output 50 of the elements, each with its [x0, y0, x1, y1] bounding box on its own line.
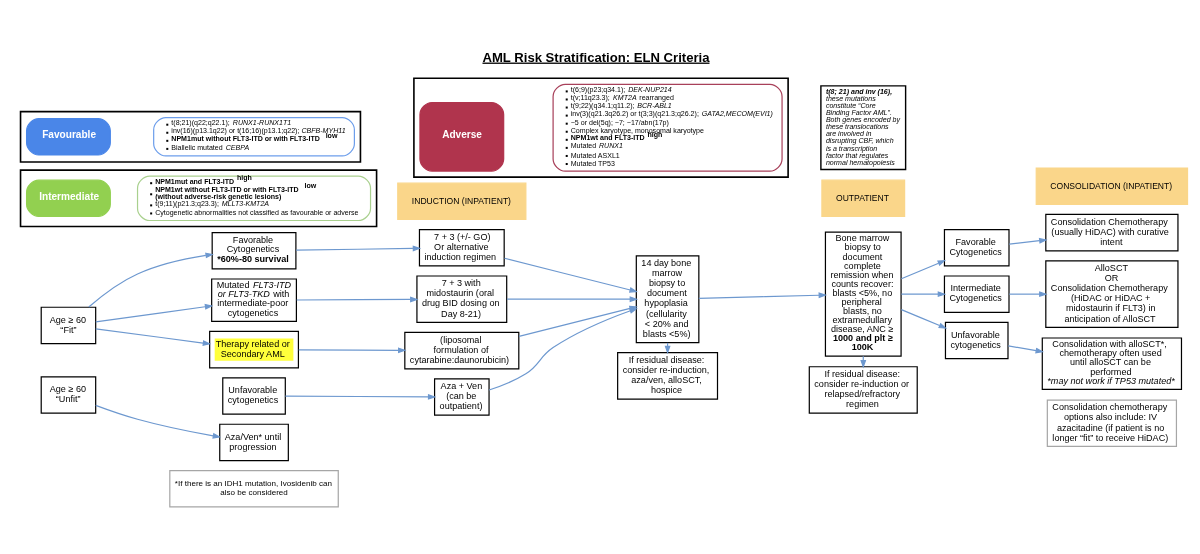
node-box: CONSOLIDATION (INPATIENT) [1035, 166, 1189, 205]
node-box: Age ≥ 60 “Fit” [40, 306, 97, 344]
node-box: Unfavorable cytogenetics [944, 321, 1009, 359]
arrow [698, 291, 828, 299]
arrow [900, 259, 947, 279]
node-box: Aza + Ven (can be outpatient) [433, 377, 490, 416]
node-box: If residual disease: consider re-induction, aza/ven, alloSCT, hospice [617, 351, 719, 400]
cluster [413, 77, 789, 178]
arrow [503, 257, 638, 293]
node-box: Intermediate [26, 179, 111, 217]
node-box: Age ≥ 60 “Unfit” [40, 375, 97, 414]
node-box: (liposomal formulation of cytarabine:daunorubicin) [404, 331, 520, 369]
node-box: INDUCTION (INPATIENT) [397, 182, 527, 220]
node-box: Aza/Ven* until progression [219, 423, 289, 461]
arrow [95, 404, 222, 439]
arrow [296, 295, 419, 302]
node-box: If residual disease: consider re-induction or relapsed/refractory regimen [808, 365, 918, 414]
node-box: Favourable [26, 117, 111, 156]
arrow [506, 295, 639, 302]
arrow [95, 327, 212, 346]
arrow [95, 303, 214, 322]
node-box: Consolidation chemotherapy options also include: IV azacitadine (if patient is no longer “fit” to receive HiDAC) [1046, 398, 1178, 447]
node-box: Adverse [419, 101, 505, 172]
cluster [19, 110, 362, 163]
arrow [88, 252, 214, 308]
node-box: Favorable Cytogenetics [943, 228, 1010, 266]
node-box: AlloSCT OR Consolidation Chemotherapy (HiDAC or HiDAC + midostaurin if FLT3) in anticipation of AlloSCT [1045, 259, 1179, 328]
node-box: Favorable Cytogenetics *60%-80 survival [211, 231, 297, 270]
node-box: Unfavorable cytogenetics [222, 376, 286, 415]
node-box: Therapy related or Secondary AML [209, 330, 300, 368]
cluster [19, 168, 378, 227]
arrow [295, 244, 422, 251]
node-box: OUTPATIENT [821, 179, 906, 217]
arrow [900, 290, 947, 297]
node-box: Consolidation with alloSCT*, chemotherapy often used until alloSCT can be performed *may not work if TP53 mutated* [1041, 336, 1183, 390]
arrow [1008, 237, 1048, 245]
arrow [1008, 290, 1048, 297]
arrow [1007, 344, 1045, 354]
node-box: Intermediate Cytogenetics [943, 274, 1010, 313]
arrow [900, 308, 948, 329]
arrow [284, 393, 437, 400]
node-box: *If there is an IDH1 mutation, Ivosidenib can also be considered [169, 469, 339, 508]
diagram-title: AML Risk Stratification: ELN Criteria [482, 49, 710, 65]
node-box: 7 + 3 with midostaurin (oral drug BID dosing on Day 8-21) [416, 274, 508, 323]
node-box: Bone marrow biopsy to document complete remission when counts recover: blasts <5%, no peripheral blasts, no extramedullary disease, ANC ≥ 1000 and plt ≥ 100K [824, 231, 902, 357]
node-box: 7 + 3 (+/- GO) Or alternative induction regimen [418, 228, 505, 266]
arrow [298, 346, 407, 353]
node-box: 14 day bone marrow biopsy to document hypoplasia (cellularity < 20% and blasts <5%) [635, 254, 700, 343]
node-box: Consolidation Chemotherapy (usually HiDAC) with curative intent [1045, 213, 1179, 251]
node-box: Mutated FLT3-ITD or FLT3-TKD with intermediate-poor cytogenetics [211, 277, 297, 322]
